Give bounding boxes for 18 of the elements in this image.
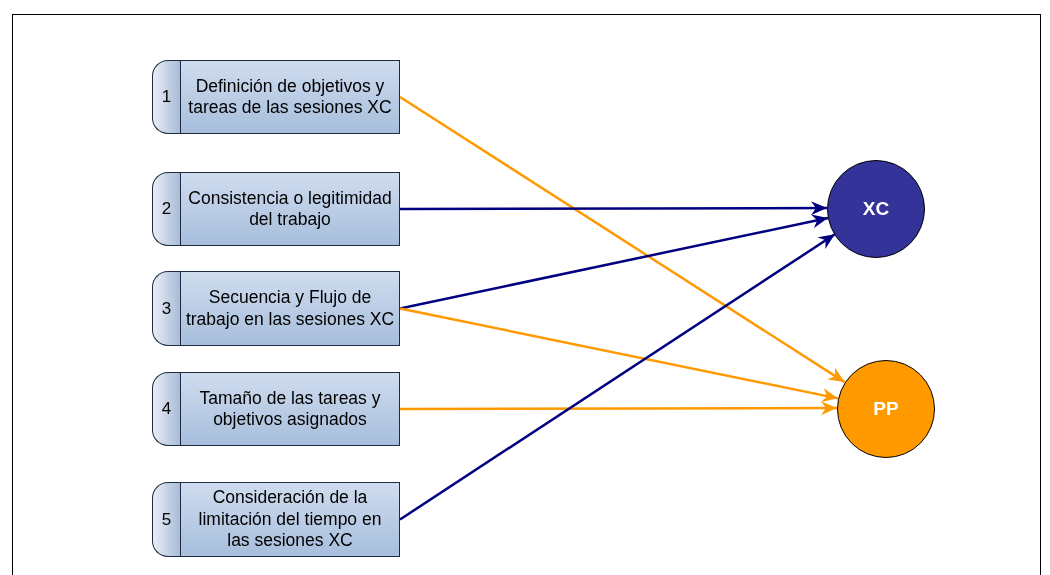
- factor-box: Secuencia y Flujo de trabajo en las sesiones XC: [180, 271, 400, 346]
- factor-box: Definición de objetivos y tareas de las sesiones XC: [180, 60, 400, 134]
- arrow: [399, 233, 836, 521]
- circle-node: XC: [827, 160, 925, 258]
- number-tab: 2: [152, 172, 180, 246]
- factor-box: Consideración de la limitación del tiempo en las sesiones XC: [180, 482, 400, 557]
- circle-node: PP: [837, 360, 935, 458]
- arrow: [399, 214, 829, 310]
- factor-box: Tamaño de las tareas y objetivos asignados: [180, 372, 400, 446]
- arrow: [400, 401, 837, 416]
- arrow: [400, 201, 827, 216]
- arrow: [399, 95, 846, 384]
- factor-box: Consistencia o legitimidad del trabajo: [180, 172, 400, 246]
- arrow: [399, 307, 839, 402]
- number-tab: 4: [152, 372, 180, 446]
- number-tab: 1: [152, 60, 180, 134]
- number-tab: 3: [152, 271, 180, 346]
- number-tab: 5: [152, 482, 180, 557]
